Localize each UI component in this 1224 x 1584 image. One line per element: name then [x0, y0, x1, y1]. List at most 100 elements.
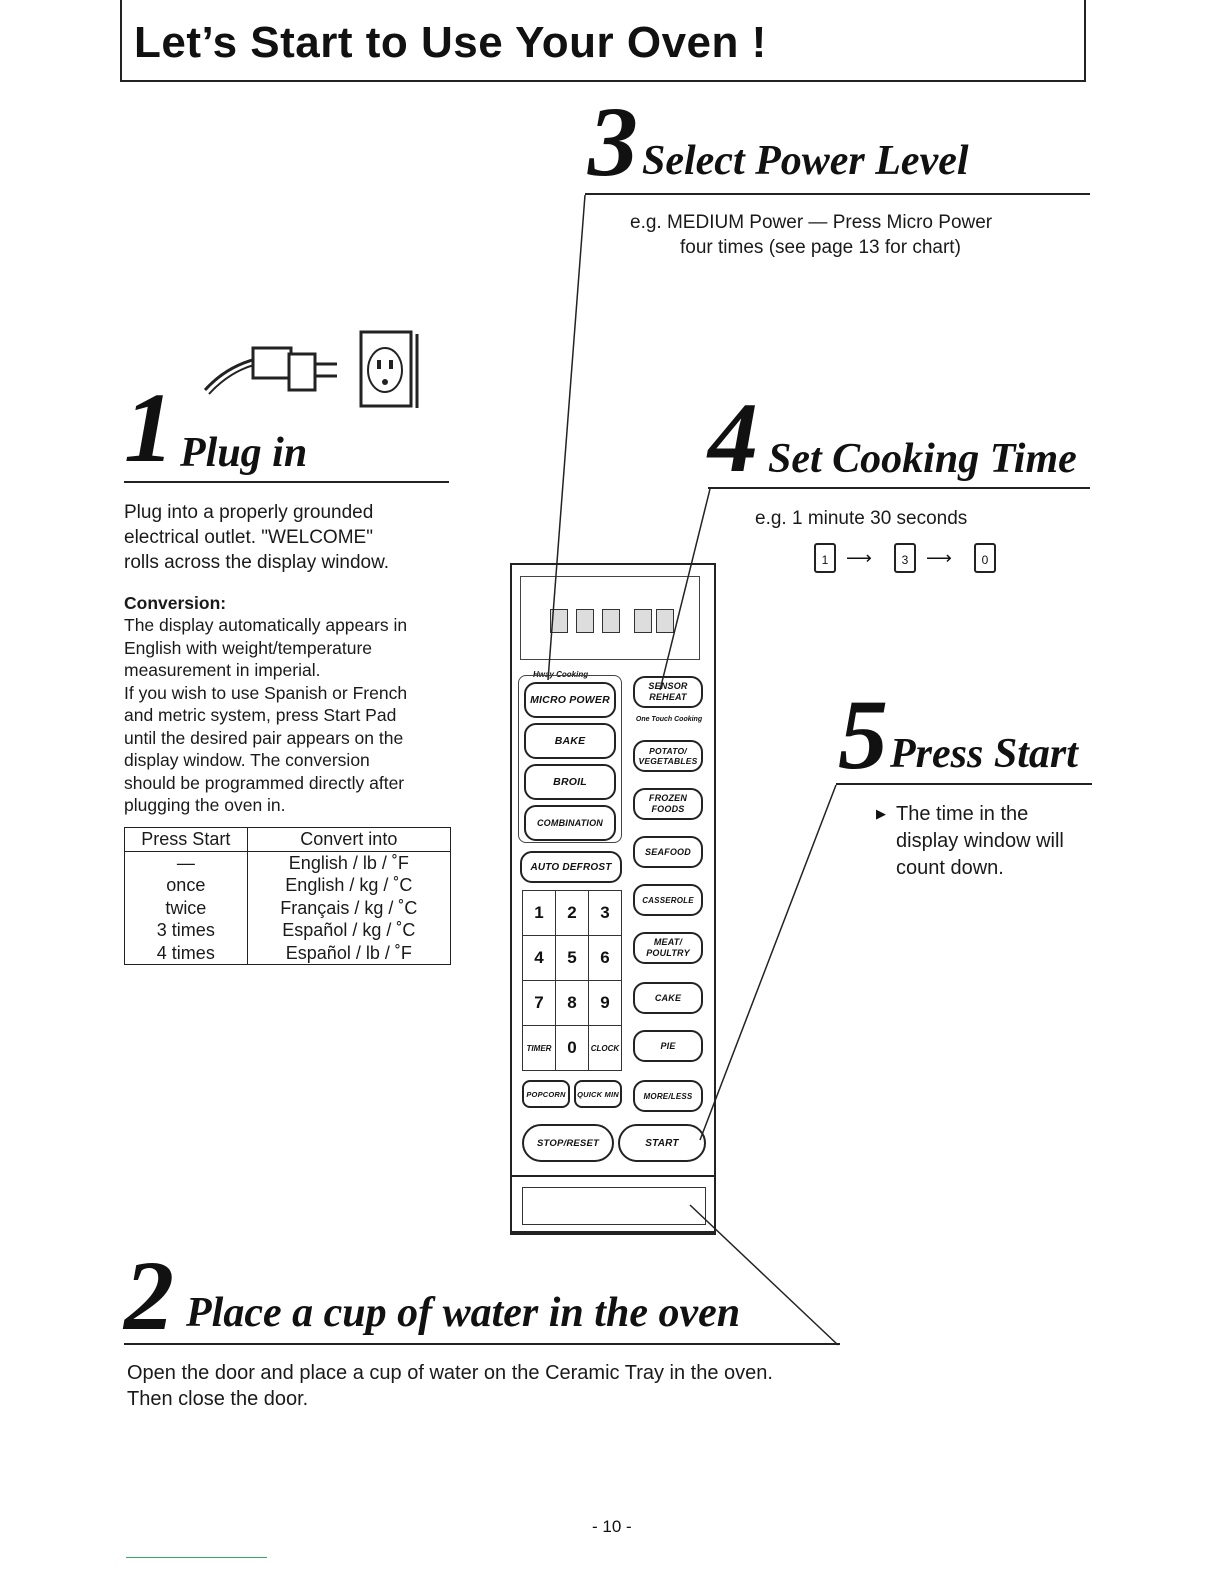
sensor-reheat-button[interactable]: SENSOR REHEAT [633, 676, 703, 708]
table-cell: Español / lb / ˚F [246, 941, 452, 965]
key-0-icon: 0 [974, 543, 996, 573]
cake-button[interactable]: CAKE [633, 982, 703, 1014]
numpad-key-5[interactable]: 5 [555, 935, 589, 981]
conversion-line: should be programmed directly after [124, 772, 405, 793]
step3-rule [585, 193, 1090, 195]
arrow-right-icon: ⟶ [846, 548, 872, 568]
pie-button[interactable]: PIE [633, 1030, 703, 1062]
numpad-key-6[interactable]: 6 [588, 935, 622, 981]
numpad-key-8[interactable]: 8 [555, 980, 589, 1026]
step3-body: e.g. MEDIUM Power — Press Micro Power fo… [630, 210, 992, 260]
step3-title: Select Power Level [642, 138, 969, 184]
table-cell: — [124, 851, 248, 874]
auto-defrost-button[interactable]: AUTO DEFROST [520, 851, 622, 883]
table-cell: English / lb / ˚F [246, 851, 452, 874]
conversion-line: measurement in imperial. [124, 660, 321, 680]
step4-body: e.g. 1 minute 30 seconds [755, 508, 968, 529]
step1-number: 1 [124, 372, 174, 483]
numpad-key-9[interactable]: 9 [588, 980, 622, 1026]
start-button[interactable]: START [618, 1124, 706, 1162]
step4-rule [708, 487, 1090, 489]
table-cell: Español / kg / ˚C [246, 919, 452, 942]
table-cell: once [124, 874, 248, 897]
step5-body-line: count down. [896, 857, 1004, 879]
potato-vegetables-button[interactable]: POTATO/ VEGETABLES [633, 740, 703, 772]
conversion-text: The display automatically appears in Eng… [124, 614, 407, 817]
conversion-line: plugging the oven in. [124, 795, 286, 815]
step5-rule [836, 783, 1092, 785]
lcd-digits [550, 605, 678, 639]
step2-body: Open the door and place a cup of water o… [127, 1360, 773, 1412]
conversion-line: The display automatically appears in [124, 615, 408, 635]
step2-number: 2 [124, 1240, 174, 1351]
step2-body-line2: Then close the door. [127, 1388, 309, 1410]
table-cell: 4 times [124, 941, 248, 965]
quick-min-button[interactable]: QUICK MIN [574, 1080, 622, 1108]
step1-body-line3: rolls across the display window. [124, 552, 390, 573]
frozen-foods-button[interactable]: FROZEN FOODS [633, 788, 703, 820]
table-header: Press Start [124, 827, 248, 852]
step5-body: The time in the display window will coun… [896, 801, 1064, 882]
table-row: 4 times Español / lb / ˚F [124, 941, 452, 965]
seafood-button[interactable]: SEAFOOD [633, 836, 703, 868]
conversion-line: until the desired pair appears on the [124, 727, 404, 748]
footer-line [126, 1557, 267, 1558]
table-cell: English / kg / ˚C [246, 874, 452, 897]
step2-title: Place a cup of water in the oven [186, 1290, 741, 1336]
step2-rule [124, 1343, 840, 1345]
header-frame [120, 0, 1086, 82]
table-header: Convert into [246, 827, 452, 852]
table-row: once English / kg / ˚C [124, 874, 452, 897]
plug-and-outlet-icon [203, 330, 419, 408]
bullet-triangle-icon: ▶ [876, 806, 886, 821]
step3-body-line2: four times (see page 13 for chart) [680, 237, 961, 258]
clock-button[interactable]: CLOCK [588, 1025, 622, 1071]
table-cell: Français / kg / ˚C [246, 896, 452, 919]
step1-body: Plug into a properly grounded electrical… [124, 500, 389, 575]
conversion-line: If you wish to use Spanish or French [124, 682, 408, 703]
step1-body-line2: electrical outlet. "WELCOME" [124, 527, 373, 548]
broil-button[interactable]: BROIL [524, 764, 616, 800]
table-row: twice Français / kg / ˚C [124, 896, 452, 919]
conversion-line: and metric system, press Start Pad [124, 705, 397, 725]
numpad-key-1[interactable]: 1 [522, 890, 556, 936]
table-row: 3 times Español / kg / ˚C [124, 919, 452, 942]
step1-title: Plug in [180, 430, 308, 476]
step5-body-line: display window will [896, 830, 1064, 852]
stop-reset-button[interactable]: STOP/RESET [522, 1124, 614, 1162]
numpad-key-7[interactable]: 7 [522, 980, 556, 1026]
numpad-key-0[interactable]: 0 [555, 1025, 589, 1071]
timer-button[interactable]: TIMER [522, 1025, 556, 1071]
key-3-icon: 3 [894, 543, 916, 573]
numpad-key-2[interactable]: 2 [555, 890, 589, 936]
casserole-button[interactable]: CASSEROLE [633, 884, 703, 916]
table-row: — English / lb / ˚F [124, 851, 452, 874]
more-less-button[interactable]: MORE/LESS [633, 1080, 703, 1112]
step4-number: 4 [708, 382, 758, 493]
conversion-table: Press Start Convert into — English / lb … [124, 827, 452, 965]
table-cell: 3 times [124, 919, 248, 942]
oven-door-window [522, 1187, 706, 1225]
step1-body-line1: Plug into a properly grounded [124, 502, 374, 523]
combination-button[interactable]: COMBINATION [524, 805, 616, 841]
step5-number: 5 [838, 679, 888, 790]
key-1-icon: 1 [814, 543, 836, 573]
numpad: 1 2 3 4 5 6 7 8 9 TIMER 0 CLOCK [522, 890, 622, 1072]
step5-body-line: The time in the [896, 803, 1029, 825]
step3-body-line1: e.g. MEDIUM Power — Press Micro Power [630, 212, 993, 233]
page-number: - 10 - [592, 1517, 632, 1536]
meat-poultry-button[interactable]: MEAT/ POULTRY [633, 932, 703, 964]
step3-number: 3 [588, 86, 638, 197]
numpad-key-4[interactable]: 4 [522, 935, 556, 981]
step2-body-line1: Open the door and place a cup of water o… [127, 1362, 773, 1384]
numpad-key-3[interactable]: 3 [588, 890, 622, 936]
conversion-heading: Conversion: [124, 593, 227, 613]
popcorn-button[interactable]: POPCORN [522, 1080, 570, 1108]
arrow-right-icon: ⟶ [926, 548, 952, 568]
page-title: Let’s Start to Use Your Oven ! [134, 18, 767, 67]
conversion-line: English with weight/temperature [124, 637, 373, 658]
step1-rule [124, 481, 449, 483]
step4-title: Set Cooking Time [768, 436, 1077, 482]
micro-power-button[interactable]: MICRO POWER [524, 682, 616, 718]
bake-button[interactable]: BAKE [524, 723, 616, 759]
